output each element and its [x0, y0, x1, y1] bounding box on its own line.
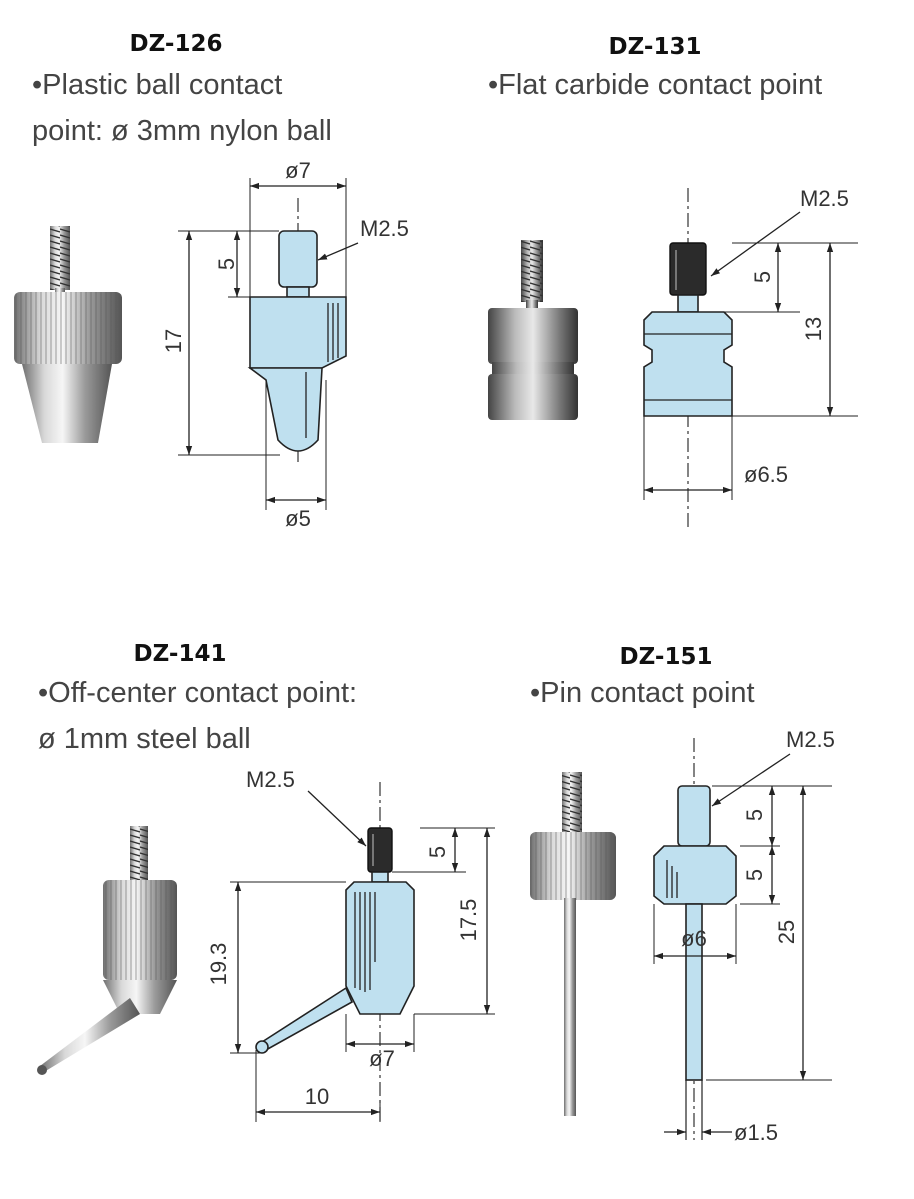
dimension-total-length: 17	[161, 329, 186, 353]
dimension-offset: 10	[305, 1084, 329, 1109]
technical-drawing	[255, 782, 415, 1122]
dimension-body-length: 17.5	[456, 899, 481, 942]
dimension-total-length: 13	[801, 317, 826, 341]
product-description-line-2: point: ø 3mm nylon ball	[32, 115, 332, 147]
dimension-lines: 5 17.5 19.3 M2.5 ø7 10	[206, 767, 495, 1122]
product-photo	[530, 772, 616, 1116]
product-dz-126: DZ-126 •Plastic ball contact point: ø 3m…	[14, 31, 409, 531]
product-description-line-2: ø 1mm steel ball	[38, 723, 251, 755]
dimension-thread: M2.5	[360, 216, 409, 241]
dimension-width: ø6	[681, 926, 707, 951]
dimension-total-length: 25	[774, 920, 799, 944]
product-dz-151: DZ-151 •Pin contact point	[530, 644, 835, 1145]
dimension-width: ø7	[369, 1046, 395, 1071]
dimension-thread: M2.5	[786, 727, 835, 752]
product-model: DZ-126	[130, 31, 223, 57]
product-dz-131: DZ-131 •Flat carbide contact point	[488, 34, 858, 528]
dimension-width-top: ø7	[285, 158, 311, 183]
dimension-thread-length: 5	[750, 271, 775, 283]
dimension-total-length: 19.3	[206, 943, 231, 986]
technical-drawing	[653, 738, 737, 1140]
product-description-line-1: •Pin contact point	[530, 677, 755, 709]
product-photo	[488, 240, 578, 420]
dimension-thread-length: 5	[425, 846, 450, 858]
dimension-lines: ø7 5 17 M2.5 ø5	[161, 158, 409, 531]
dimension-width-bottom: ø5	[285, 506, 311, 531]
dimension-thread: M2.5	[800, 186, 849, 211]
product-photo	[14, 226, 122, 443]
dimension-lines: 5 13 M2.5 ø6.5	[643, 186, 858, 500]
dimension-thread-length: 5	[214, 258, 239, 270]
dimension-thread: M2.5	[246, 767, 295, 792]
dimension-knurl-length: 5	[742, 869, 767, 881]
product-dz-141: DZ-141 •Off-center contact point: ø 1mm …	[37, 641, 495, 1122]
product-description-line-1: •Plastic ball contact	[32, 69, 282, 101]
product-description-line-1: •Flat carbide contact point	[488, 69, 822, 101]
technical-drawing	[247, 198, 347, 462]
product-description-line-1: •Off-center contact point:	[38, 677, 357, 709]
product-model: DZ-151	[620, 644, 713, 670]
dimension-width: ø6.5	[744, 462, 788, 487]
dimension-lines: 5 5 25 M2.5 ø6 ø1.5	[653, 727, 835, 1145]
product-model: DZ-141	[134, 641, 227, 667]
dimension-thread-length: 5	[742, 809, 767, 821]
product-model: DZ-131	[609, 34, 702, 60]
product-photo	[37, 826, 177, 1075]
technical-drawing	[643, 188, 733, 528]
dimension-pin-width: ø1.5	[734, 1120, 778, 1145]
